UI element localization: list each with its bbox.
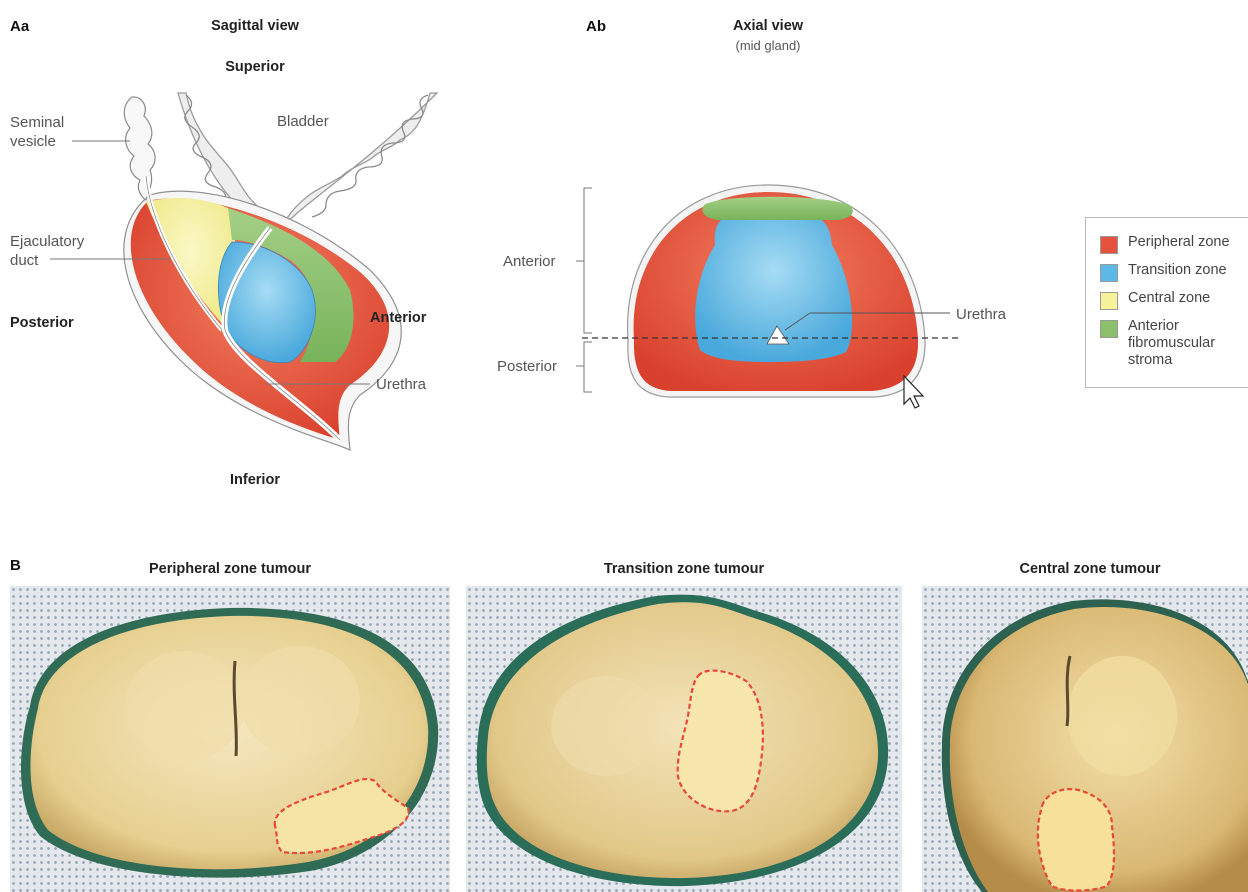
axial-view-subtitle: (mid gland): [700, 36, 836, 55]
panel-a-diagrams: [0, 0, 1248, 520]
axial-urethra-label: Urethra: [956, 305, 1006, 324]
peripheral-tumour-photo: [10, 586, 450, 892]
legend-swatch-stroma: [1100, 320, 1118, 338]
panel-label-aa: Aa: [10, 18, 29, 35]
axial-posterior-label: Posterior: [497, 357, 557, 376]
axial-anterior-label: Anterior: [503, 252, 556, 271]
legend-swatch-transition: [1100, 264, 1118, 282]
posterior-label: Posterior: [10, 315, 74, 331]
bladder-label: Bladder: [277, 112, 329, 131]
sagittal-view-title: Sagittal view: [185, 18, 325, 34]
seminal-vesicle-label: Seminal vesicle: [10, 113, 64, 151]
sagittal-urethra-label: Urethra: [376, 375, 426, 394]
seminal-vesicle-shape: [124, 97, 155, 200]
peripheral-tumour-title: Peripheral zone tumour: [10, 561, 450, 577]
zone-legend: Peripheral zone Transition zone Central …: [1085, 217, 1248, 388]
central-tumour-photo: [922, 586, 1248, 892]
legend-swatch-central: [1100, 292, 1118, 310]
transition-tumour-title: Transition zone tumour: [466, 561, 902, 577]
legend-swatch-peripheral: [1100, 236, 1118, 254]
central-tumour-title: Central zone tumour: [922, 561, 1248, 577]
axial-brackets: [576, 188, 592, 392]
transition-tumour-photo: [466, 586, 902, 892]
ejaculatory-duct-label: Ejaculatory duct: [10, 232, 84, 270]
inferior-label: Inferior: [195, 472, 315, 488]
panel-label-ab: Ab: [586, 18, 606, 35]
axial-view-title: Axial view: [700, 18, 836, 34]
superior-label: Superior: [195, 59, 315, 75]
anterior-label: Anterior: [370, 310, 426, 326]
central-tumour-outline: [1038, 789, 1114, 890]
